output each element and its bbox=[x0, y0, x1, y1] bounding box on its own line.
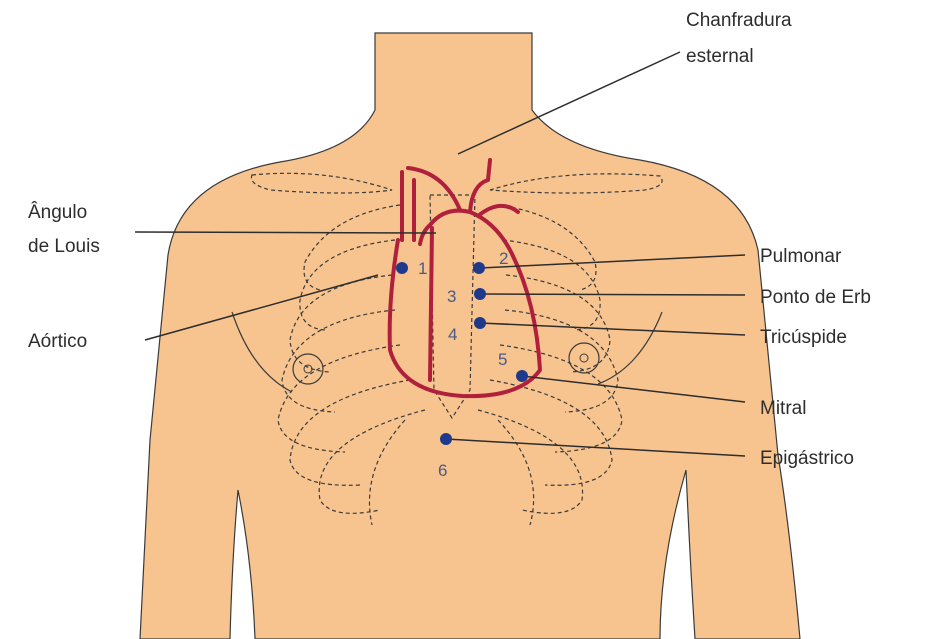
point-number-2: 2 bbox=[499, 249, 508, 268]
point-number-5: 5 bbox=[498, 350, 507, 369]
point-number-4: 4 bbox=[448, 325, 457, 344]
label-tricuspide: Tricúspide bbox=[760, 327, 847, 348]
label-aortico: Aórtico bbox=[28, 331, 87, 352]
label-epigastrico: Epigástrico bbox=[760, 448, 854, 469]
point-aortic bbox=[396, 262, 408, 274]
label-chanfradura-line2: esternal bbox=[686, 46, 754, 67]
point-pulmonary bbox=[473, 262, 485, 274]
point-tricuspid bbox=[474, 317, 486, 329]
point-epigastric bbox=[440, 433, 452, 445]
label-pulmonar: Pulmonar bbox=[760, 246, 842, 267]
point-number-1: 1 bbox=[418, 259, 427, 278]
label-angulo-line2: de Louis bbox=[28, 236, 100, 257]
point-erb bbox=[474, 288, 486, 300]
point-mitral bbox=[516, 370, 528, 382]
label-erb: Ponto de Erb bbox=[760, 287, 871, 308]
label-angulo-line1: Ângulo bbox=[28, 201, 87, 223]
label-mitral: Mitral bbox=[760, 398, 806, 419]
label-chanfradura-line1: Chanfradura bbox=[686, 10, 792, 31]
torso-silhouette bbox=[140, 33, 800, 639]
point-number-3: 3 bbox=[447, 287, 456, 306]
point-number-6: 6 bbox=[438, 461, 447, 480]
